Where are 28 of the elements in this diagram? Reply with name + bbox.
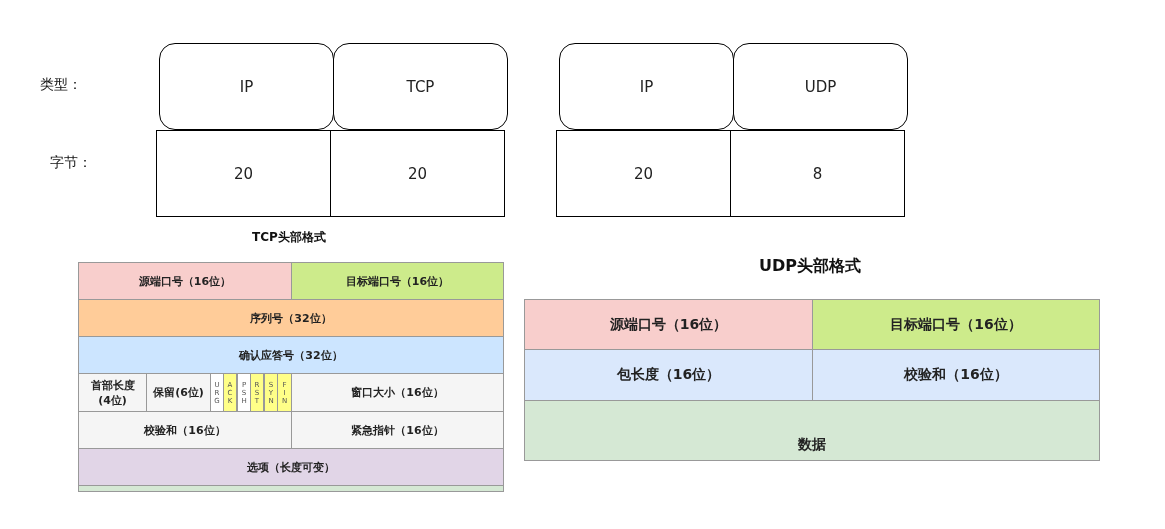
field-cell: 首部长度(4位) — [78, 373, 147, 412]
field-cell: 确认应答号（32位） — [78, 336, 504, 374]
label-box: IP — [559, 43, 734, 130]
label-box: UDP — [733, 43, 908, 130]
byte-box: 20 — [330, 130, 505, 217]
row-label: 类型： — [40, 76, 82, 94]
field-cell: 选项（长度可变） — [78, 448, 504, 486]
field-cell: 序列号（32位） — [78, 299, 504, 337]
label-box: IP — [159, 43, 334, 130]
field-cell: 窗口大小（16位） — [291, 373, 504, 412]
field-band — [78, 485, 504, 492]
field-cell: 源端口号（16位） — [524, 299, 813, 350]
field-cell: 目标端口号（16位） — [812, 299, 1100, 350]
field-cell: 校验和（16位） — [78, 411, 292, 449]
field-cell: 紧急指针（16位） — [291, 411, 504, 449]
field-cell: 数据 — [524, 400, 1100, 461]
table-title: TCP头部格式 — [251, 229, 327, 246]
field-cell: 校验和（16位） — [812, 349, 1100, 401]
label-box: TCP — [333, 43, 508, 130]
field-cell: 源端口号（16位） — [78, 262, 292, 300]
table-title: UDP头部格式 — [758, 256, 862, 277]
row-label: 字节： — [50, 154, 92, 172]
field-cell: 保留(6位) — [146, 373, 211, 412]
byte-box: 20 — [156, 130, 331, 217]
byte-box: 8 — [730, 130, 905, 217]
field-cell: 目标端口号（16位） — [291, 262, 504, 300]
byte-box: 20 — [556, 130, 731, 217]
field-cell: 包长度（16位） — [524, 349, 813, 401]
